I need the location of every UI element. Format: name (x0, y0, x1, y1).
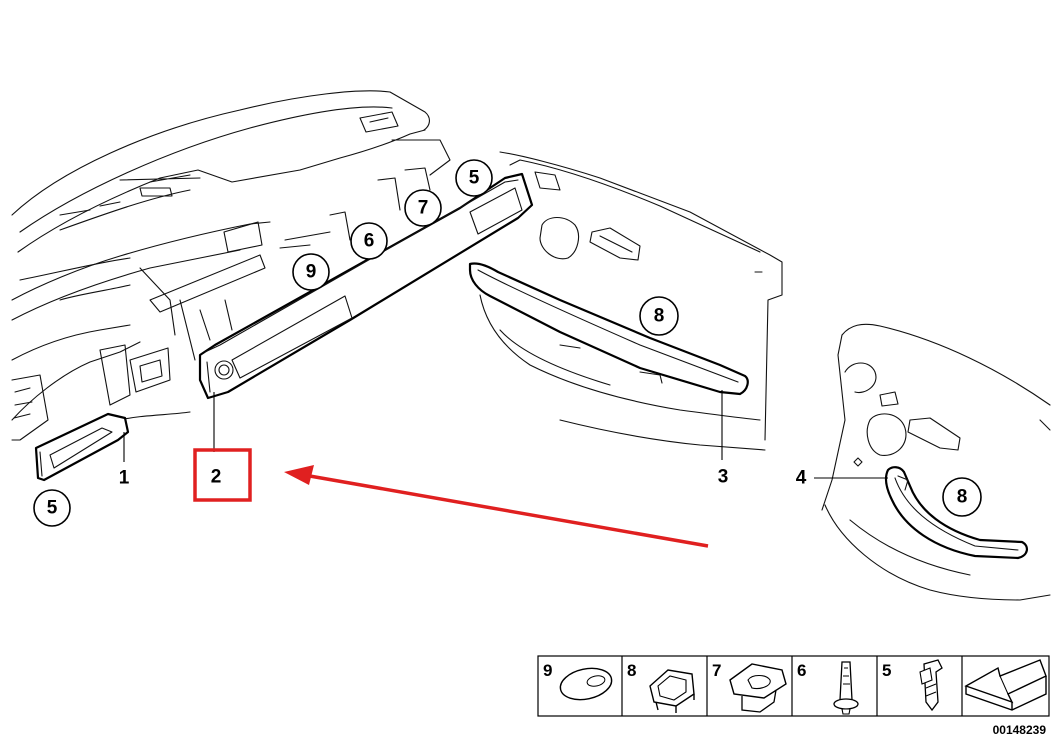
highlight-box (193, 448, 252, 502)
svg-text:8: 8 (654, 306, 665, 327)
position-number-3: 3 (718, 467, 729, 488)
legend-strip: 9 8 7 6 5 (537, 655, 1050, 717)
svg-text:7: 7 (418, 198, 429, 219)
svg-text:5: 5 (469, 168, 480, 189)
leader-lines (123, 390, 888, 479)
reference-number: 00148239 (993, 723, 1047, 737)
part-1-left-trim (34, 412, 130, 482)
callout-5-top: 5 (455, 159, 493, 197)
oval-plug-icon (559, 667, 613, 701)
legend-number-8: 8 (627, 661, 636, 680)
push-pin-icon (833, 661, 859, 715)
svg-text:9: 9 (306, 262, 317, 283)
position-number-1: 1 (119, 468, 130, 489)
callout-5-left: 5 (33, 489, 71, 527)
callout-7: 7 (404, 189, 442, 227)
callout-9: 9 (292, 253, 330, 291)
position-number-2: 2 (211, 467, 222, 488)
legend-number-7: 7 (712, 661, 721, 680)
front-door-panel (479, 151, 783, 451)
part-2-dash-trim (198, 172, 534, 400)
metal-clip-icon (919, 659, 943, 712)
part-4-rear-door-trim (884, 466, 1028, 560)
legend-number-9: 9 (543, 661, 552, 680)
rear-door-panel (821, 323, 1051, 601)
callout-6: 6 (350, 222, 388, 260)
svg-text:6: 6 (364, 231, 375, 252)
svg-text:8: 8 (957, 487, 968, 508)
square-clip-icon (649, 669, 695, 713)
expanding-clip-icon (729, 663, 787, 713)
callout-8-front: 8 (639, 296, 679, 336)
svg-text:5: 5 (47, 498, 58, 519)
position-number-4: 4 (796, 468, 807, 489)
legend-number-5: 5 (882, 661, 891, 680)
part-3-front-door-trim (468, 262, 749, 396)
callout-8-rear: 8 (942, 477, 982, 517)
arrow-direction-icon (964, 659, 1047, 711)
red-arrow (284, 465, 709, 548)
legend-number-6: 6 (797, 661, 806, 680)
dashboard-outline (11, 90, 451, 441)
